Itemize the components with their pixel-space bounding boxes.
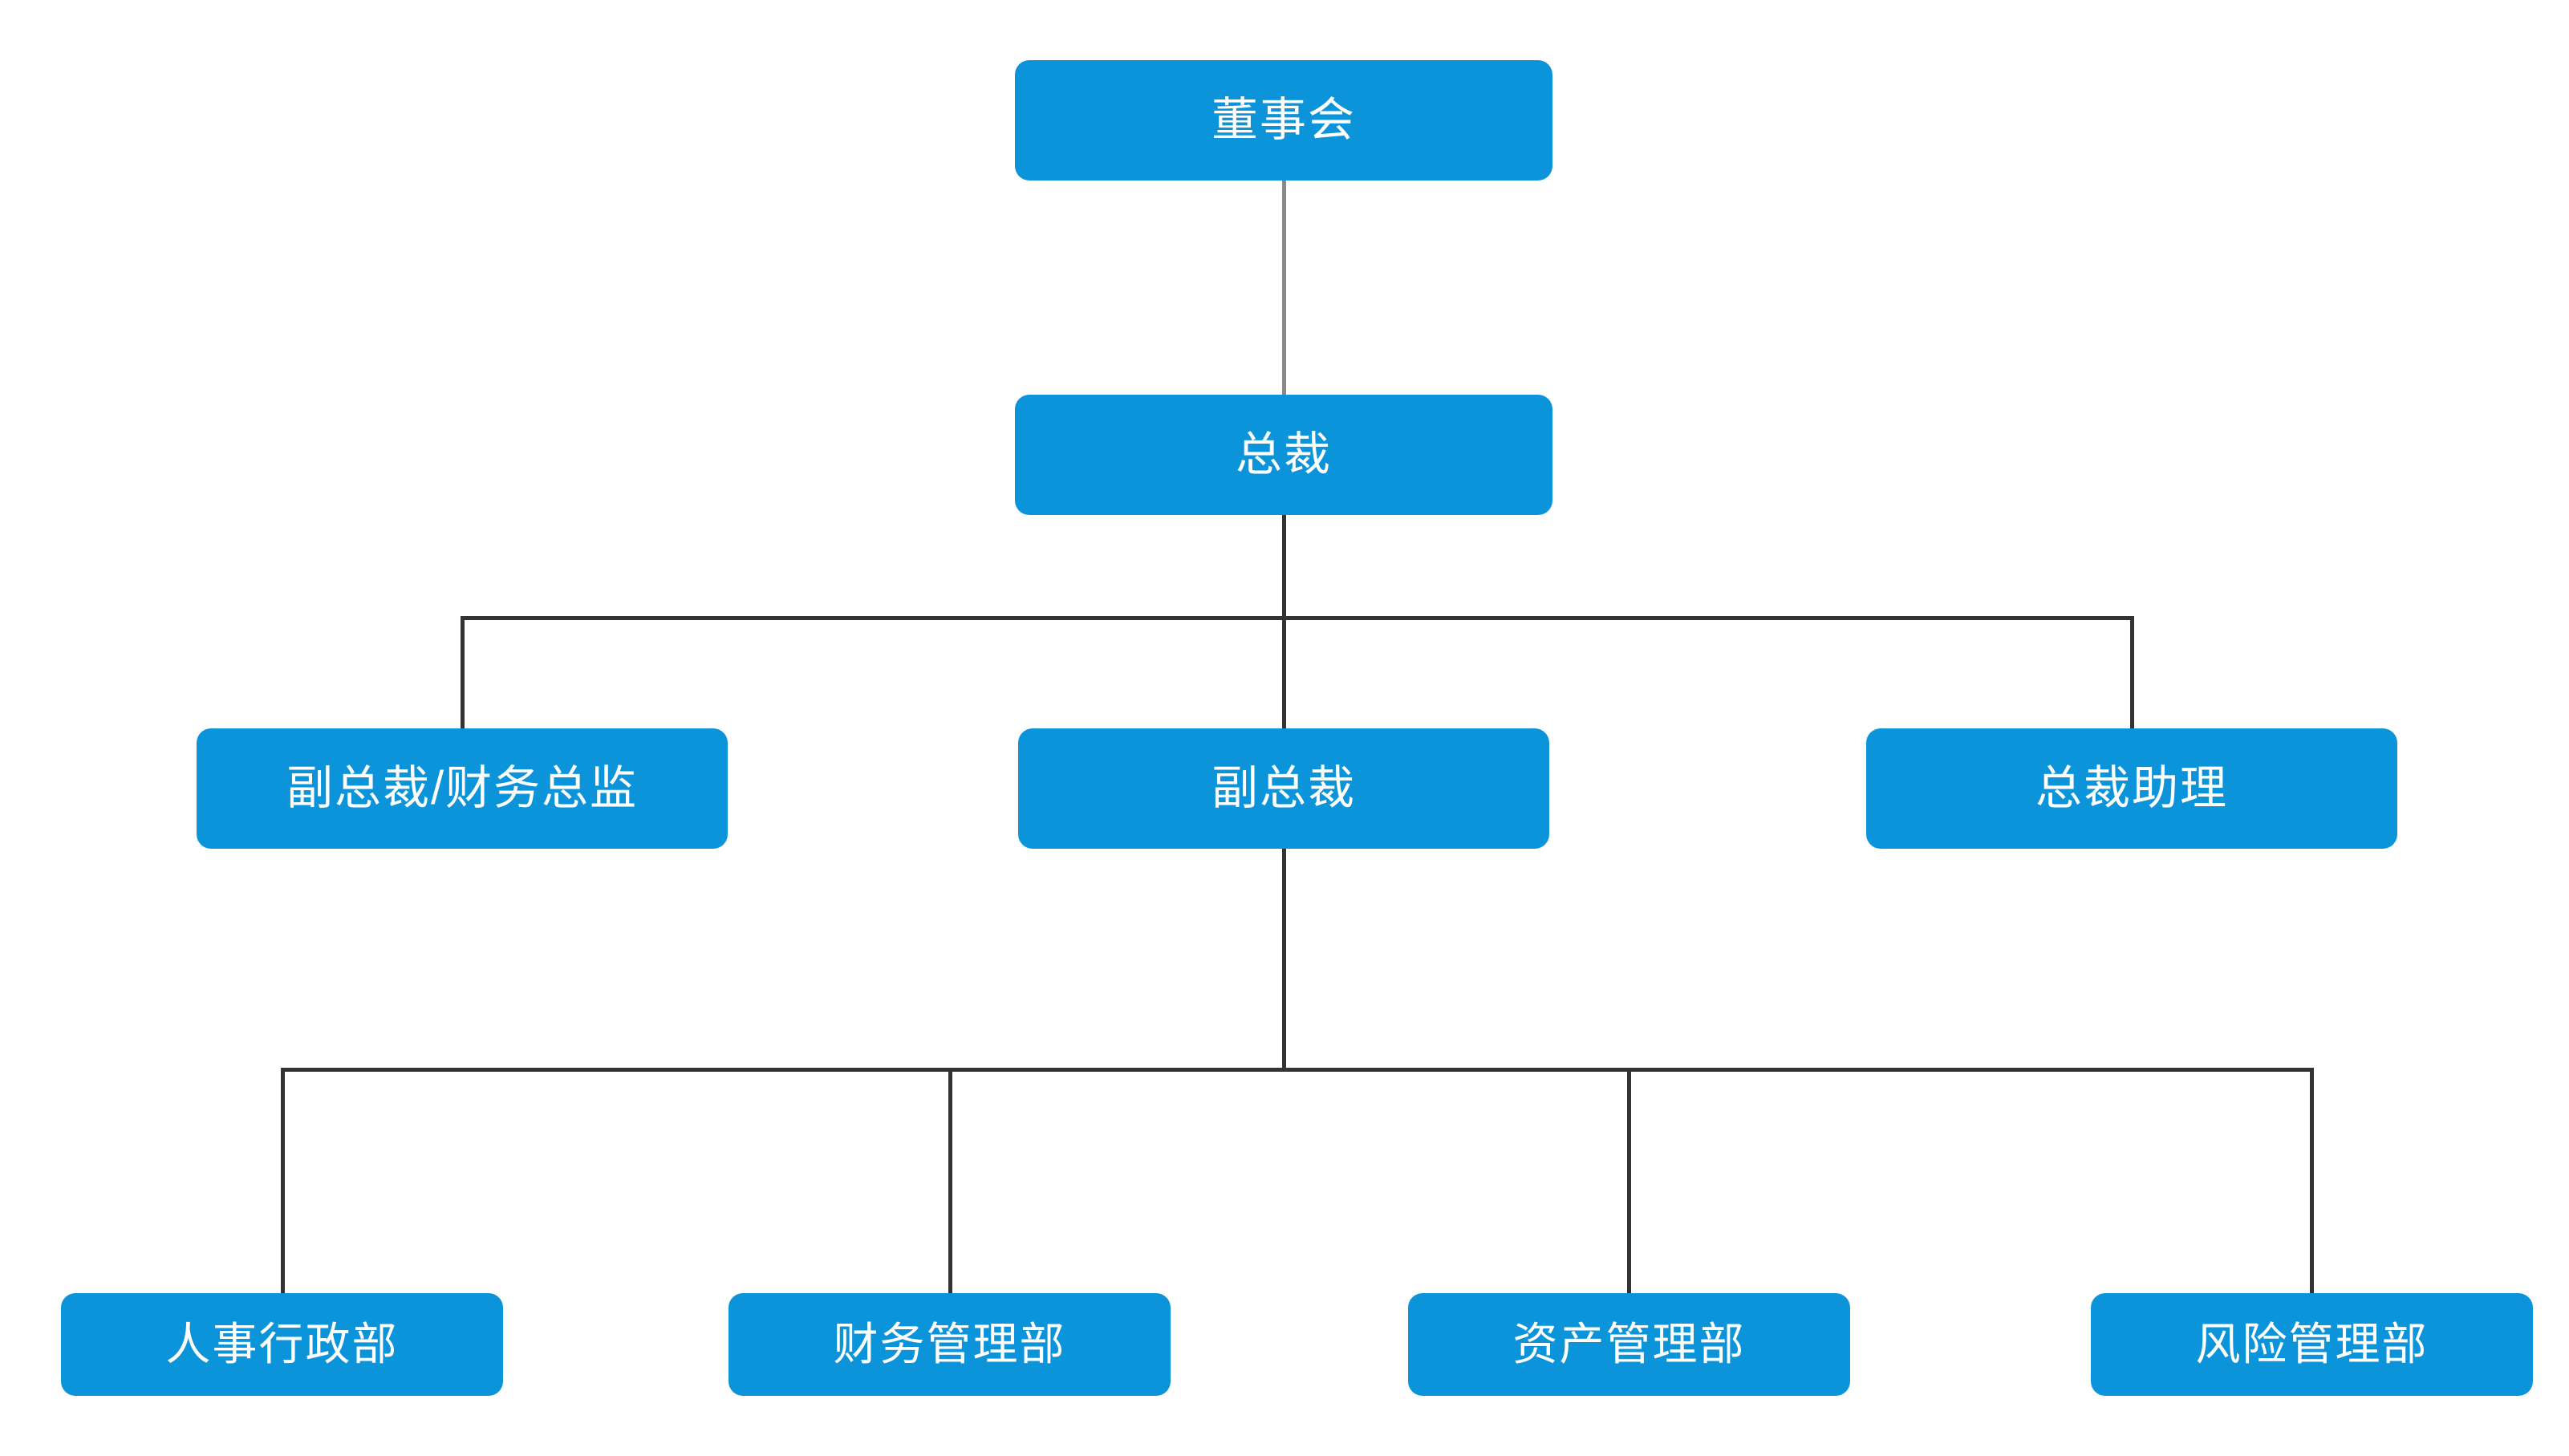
connector-drop-president-assistant — [2130, 616, 2134, 728]
node-risk-dept: 风险管理部 — [2091, 1293, 2533, 1396]
node-president-assistant: 总裁助理 — [1866, 728, 2397, 849]
connector-drop-finance-dept — [948, 1068, 952, 1293]
connector-drop-vp-cfo — [461, 616, 465, 728]
node-finance-dept-label: 财务管理部 — [833, 1319, 1066, 1369]
node-vp: 副总裁 — [1018, 728, 1549, 849]
node-hr-admin-dept-label: 人事行政部 — [165, 1319, 399, 1369]
connector-drop-asset-dept — [1627, 1068, 1631, 1293]
connector-drop-risk-dept — [2310, 1068, 2314, 1293]
connector-president-trunk — [1282, 515, 1286, 619]
node-finance-dept: 财务管理部 — [728, 1293, 1171, 1396]
connector-drop-vp — [1282, 616, 1286, 728]
node-vp-label: 副总裁 — [1211, 762, 1356, 814]
node-asset-dept: 资产管理部 — [1408, 1293, 1850, 1396]
node-president-assistant-label: 总裁助理 — [2035, 762, 2228, 814]
connector-level3-rail — [461, 616, 2134, 620]
node-vp-cfo-label: 副总裁/财务总监 — [286, 762, 639, 814]
connector-vp-trunk — [1282, 849, 1286, 1071]
node-president: 总裁 — [1015, 395, 1552, 515]
node-hr-admin-dept: 人事行政部 — [61, 1293, 503, 1396]
connector-drop-hr-admin-dept — [281, 1068, 285, 1293]
node-risk-dept-label: 风险管理部 — [2195, 1319, 2429, 1369]
node-asset-dept-label: 资产管理部 — [1512, 1319, 1746, 1369]
connector-board-president — [1282, 180, 1286, 395]
node-board: 董事会 — [1015, 60, 1552, 180]
node-board-label: 董事会 — [1211, 94, 1356, 146]
node-president-label: 总裁 — [1235, 428, 1332, 481]
connector-level4-rail — [281, 1068, 2314, 1072]
node-vp-cfo: 副总裁/财务总监 — [197, 728, 728, 849]
